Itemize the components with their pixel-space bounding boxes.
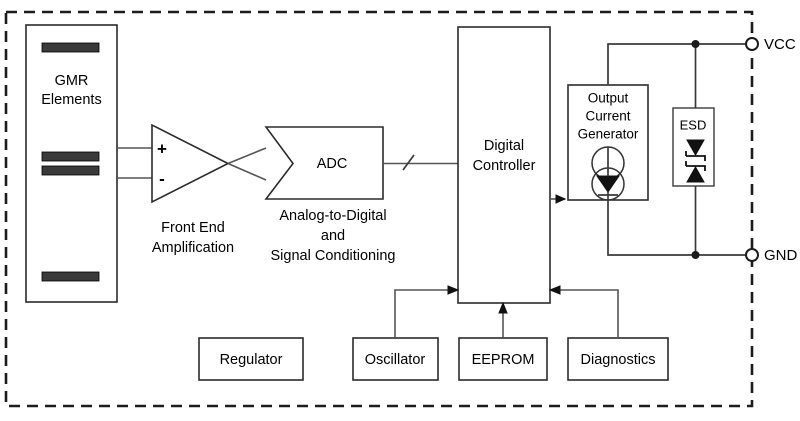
arrowhead-eeprom-to-controller [498, 301, 508, 314]
ocg-label-line1: Output [588, 91, 629, 106]
oscillator-block[interactable]: Oscillator [352, 337, 439, 381]
oscillator-label: Oscillator [365, 352, 426, 368]
junction-gnd-rail [691, 251, 700, 259]
gmr-bar-1 [41, 42, 100, 53]
wire-amp-to-adc-upper [227, 147, 267, 165]
regulator-label: Regulator [220, 352, 283, 368]
gmr-bar-3 [41, 165, 100, 176]
pin-vcc[interactable]: VCC [745, 36, 796, 53]
front-end-amplifier-block[interactable]: + - [151, 123, 230, 204]
gnd-pin-label: GND [764, 247, 798, 264]
wire-diagnostics-to-controller [559, 289, 619, 338]
digital-controller-label-line1: Digital [484, 138, 524, 154]
front-end-caption: Front End Amplification [152, 220, 234, 256]
adc-caption: Analog-to-Digital and Signal Conditionin… [271, 208, 396, 264]
digital-controller-box [457, 26, 551, 304]
adc-shape [264, 126, 384, 200]
gmr-elements-block[interactable]: GMR Elements [25, 24, 118, 303]
amplifier-plus-sign: + [157, 139, 167, 158]
arrowhead-oscillator-to-controller [447, 285, 460, 295]
digital-controller-label-line2: Controller [473, 158, 536, 174]
gnd-pin-circle [745, 248, 759, 262]
pin-gnd[interactable]: GND [745, 247, 798, 264]
wire-amp-to-adc-lower [227, 162, 267, 181]
adc-block[interactable]: ADC [264, 126, 384, 200]
wire-oscillator-to-controller [394, 289, 449, 338]
adc-caption-line3: Signal Conditioning [271, 248, 396, 264]
amplifier-minus-sign: - [159, 169, 165, 188]
esd-label: ESD [680, 117, 707, 132]
gmr-label-line1: GMR [55, 73, 89, 89]
junction-vcc-rail [691, 40, 700, 48]
diagnostics-block[interactable]: Diagnostics [567, 337, 669, 381]
eeprom-block[interactable]: EEPROM [458, 337, 548, 381]
ocg-label-line2: Current [585, 109, 630, 124]
gmr-label-line2: Elements [41, 92, 101, 108]
esd-zener-lower-bar [686, 165, 706, 171]
ocg-label-line3: Generator [578, 127, 639, 142]
arrowhead-diagnostics-to-controller [548, 285, 561, 295]
front-end-caption-line1: Front End [161, 220, 225, 236]
esd-zener-upper-bar [686, 155, 706, 161]
vcc-pin-label: VCC [764, 36, 796, 53]
eeprom-label: EEPROM [472, 352, 535, 368]
amplifier-triangle [151, 123, 230, 204]
package-outline [4, 10, 754, 408]
wire-ocg-to-gnd-rail [607, 192, 752, 256]
adc-label: ADC [317, 156, 348, 172]
regulator-box [198, 337, 304, 381]
vcc-pin-circle [745, 37, 759, 51]
esd-block[interactable]: ESD [672, 107, 715, 187]
diagnostics-box [567, 337, 669, 381]
regulator-block[interactable]: Regulator [198, 337, 304, 381]
esd-zener-lower-body [686, 165, 705, 183]
gmr-elements-box [25, 24, 118, 303]
front-end-caption-line2: Amplification [152, 240, 234, 256]
arrowhead-controller-to-ocg [555, 194, 567, 204]
output-current-generator-block[interactable]: Output Current Generator [567, 84, 649, 201]
adc-caption-line1: Analog-to-Digital [279, 208, 386, 224]
esd-zener-upper-body [686, 139, 705, 157]
diagnostics-label: Diagnostics [581, 352, 656, 368]
gmr-bar-4 [41, 271, 100, 282]
bus-slash-marker [402, 154, 415, 171]
digital-controller-block[interactable]: Digital Controller [457, 26, 551, 304]
adc-caption-line2: and [321, 228, 345, 244]
gmr-bar-2 [41, 151, 100, 162]
wire-ocg-to-vcc-rail [607, 43, 752, 85]
